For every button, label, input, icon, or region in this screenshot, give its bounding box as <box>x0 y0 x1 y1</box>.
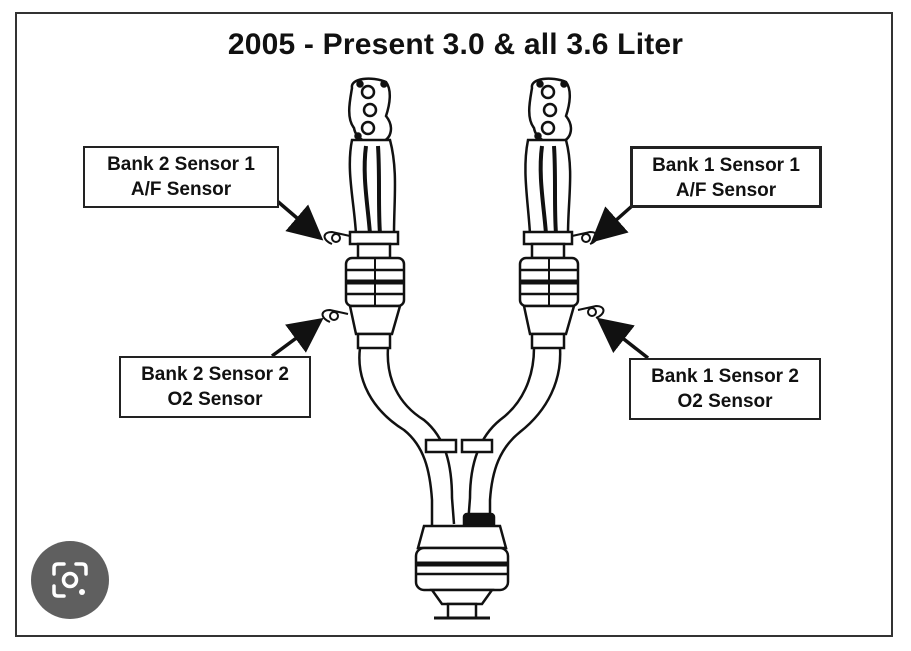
lens-button[interactable] <box>31 541 109 619</box>
arrow-bank2-sensor2 <box>270 317 324 358</box>
label-bank2-sensor2-line2: O2 Sensor <box>167 389 263 410</box>
label-bank2-sensor1: Bank 2 Sensor 1 A/F Sensor <box>83 146 279 208</box>
label-bank2-sensor1-line2: A/F Sensor <box>130 179 232 200</box>
label-bank2-sensor2: Bank 2 Sensor 2 O2 Sensor <box>119 356 311 418</box>
left-catalytic-converter <box>344 256 406 350</box>
left-downpipe <box>348 138 400 260</box>
label-bank1-sensor1: Bank 1 Sensor 1 A/F Sensor <box>630 146 822 208</box>
rear-catalytic-converter <box>414 512 510 620</box>
left-exhaust-pipe <box>358 347 458 526</box>
diagram-title: 2005 - Present 3.0 & all 3.6 Liter <box>227 28 684 61</box>
arrow-bank1-sensor2 <box>596 317 650 360</box>
bank1-sensor2-plug <box>577 304 605 319</box>
right-manifold-flange <box>528 77 573 145</box>
bank2-sensor2-plug <box>321 308 349 323</box>
arrow-bank2-sensor1 <box>274 198 324 241</box>
left-manifold-flange <box>348 77 393 145</box>
arrow-bank1-sensor1 <box>590 204 634 243</box>
right-catalytic-converter <box>518 256 580 350</box>
label-bank1-sensor2-line2: O2 Sensor <box>677 391 773 412</box>
label-bank1-sensor2: Bank 1 Sensor 2 O2 Sensor <box>629 358 821 420</box>
label-bank2-sensor1-line1: Bank 2 Sensor 1 <box>107 154 255 175</box>
label-bank1-sensor2-line1: Bank 1 Sensor 2 <box>651 366 799 387</box>
lens-icon <box>52 562 88 598</box>
right-downpipe <box>522 138 574 260</box>
label-bank1-sensor1-line2: A/F Sensor <box>675 180 777 201</box>
bank1-sensor1-plug <box>571 230 599 245</box>
bank2-sensor1-plug <box>323 230 351 245</box>
right-exhaust-pipe <box>460 347 562 526</box>
label-bank1-sensor1-line1: Bank 1 Sensor 1 <box>652 155 800 176</box>
label-bank2-sensor2-line1: Bank 2 Sensor 2 <box>141 364 289 385</box>
